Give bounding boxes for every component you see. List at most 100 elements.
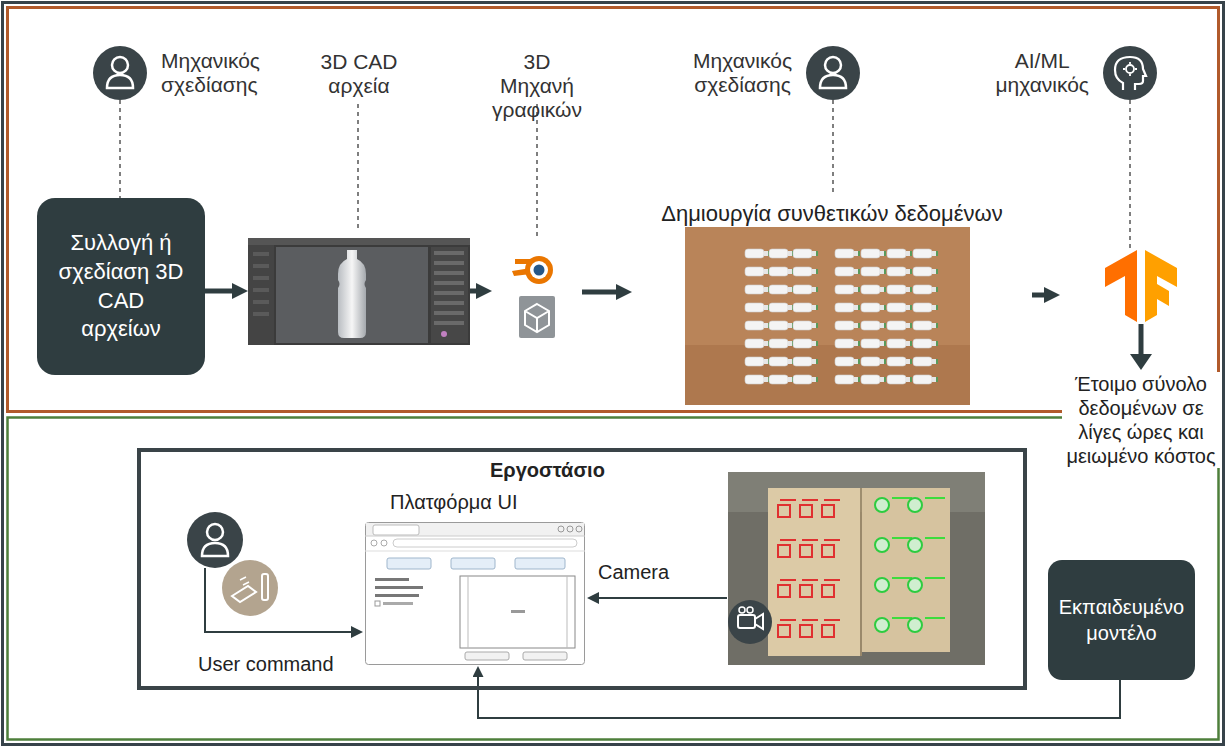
- synthetic-render: [858, 323, 860, 328]
- camera-feed-photo: [824, 539, 840, 541]
- synthetic-render: [858, 341, 860, 346]
- synthetic-render: [769, 285, 788, 294]
- engine-logos: [512, 256, 553, 284]
- camera-icon: [728, 600, 772, 644]
- ui-window-mock: [567, 526, 573, 532]
- synthetic-render: [936, 377, 938, 382]
- synthetic-render: [858, 269, 860, 274]
- camera-feed-photo: [908, 498, 922, 512]
- operator-icon: [202, 543, 228, 556]
- camera-feed-photo: [925, 537, 945, 539]
- outer-frame: [3, 3, 1224, 745]
- cad-screenshot: [253, 300, 269, 304]
- cad-screenshot: [253, 288, 269, 292]
- synthetic-render: [887, 375, 906, 384]
- ui-window-mock: [511, 610, 525, 613]
- ui-window-mock: [365, 522, 585, 665]
- frame-heading: Εργοστάσιο: [141, 452, 1023, 482]
- synthetic-render: [793, 321, 812, 330]
- ai-engineer-icon: [1129, 62, 1131, 64]
- synthetic-render: [913, 357, 932, 366]
- synthetic-render: [910, 305, 912, 310]
- ui-window-mock: [515, 558, 565, 569]
- synthetic-render: [880, 323, 884, 328]
- synthetic-render: [835, 249, 854, 258]
- synthetic-render: [745, 357, 764, 366]
- camera-feed-photo: [728, 472, 985, 665]
- synthetic-render: [880, 305, 884, 310]
- user-command-arrow: [205, 568, 353, 632]
- synthetic-render: [745, 267, 764, 276]
- camera-feed-photo: [908, 618, 922, 632]
- synthetic-render: [745, 339, 764, 348]
- camera-icon: [755, 614, 763, 629]
- synthetic-render: [936, 251, 938, 256]
- synthetic-render: [812, 269, 816, 274]
- synthetic-render: [769, 375, 788, 384]
- ui-window-mock: [387, 558, 431, 569]
- camera-feed-photo: [925, 497, 945, 499]
- synthetic-render: [906, 269, 910, 274]
- cad-screenshot: [434, 281, 464, 285]
- synthetic-render: [936, 359, 938, 364]
- camera-feed-photo: [802, 499, 818, 501]
- camera-feed-photo: [802, 619, 818, 621]
- synthetic-render: [812, 287, 816, 292]
- connector: [582, 290, 621, 295]
- synthetic-render: [913, 285, 932, 294]
- box-label: Συλλογή ή σχεδίαση 3D CAD αρχείων: [55, 229, 187, 343]
- camera-feed-photo: [728, 472, 985, 665]
- camera-feed-photo: [875, 538, 889, 552]
- cad-screenshot: [434, 261, 464, 265]
- synthetic-render: [913, 339, 932, 348]
- synthetic-render: [816, 305, 818, 310]
- synthetic-render: [816, 359, 818, 364]
- camera-feed-photo: [908, 578, 922, 592]
- synthetic-render: [887, 285, 906, 294]
- tensorflow-logo: [1105, 250, 1137, 322]
- gesture-icon: [262, 574, 268, 600]
- synthetic-render: [910, 359, 912, 364]
- synthetic-render: [906, 323, 910, 328]
- synthetic-render: [769, 303, 788, 312]
- synthetic-render: [884, 377, 886, 382]
- synthetic-render: [793, 303, 812, 312]
- ui-window-mock: [393, 539, 577, 547]
- camera-feed-photo: [822, 625, 834, 637]
- synthetic-render: [887, 267, 906, 276]
- ai-engineer-icon: [1103, 46, 1157, 100]
- cad-screenshot: [338, 250, 366, 338]
- connector: [1032, 293, 1049, 298]
- cad-screenshot: [248, 238, 470, 345]
- down-arrow: [1139, 324, 1144, 356]
- synthetic-render: [861, 267, 880, 276]
- synthetic-render: [816, 287, 818, 292]
- camera-feed-photo: [824, 499, 840, 501]
- synthetic-render: [854, 251, 858, 256]
- camera-feed-photo: [892, 577, 912, 579]
- person-icon: [806, 46, 860, 100]
- camera-feed-photo: [875, 618, 889, 632]
- ml-framework-node: Έτοιμο σύνολο δεδομένων σε λίγες ώρες κα…: [1060, 250, 1222, 468]
- synthetic-render: [685, 227, 970, 405]
- synthetic-render: [913, 303, 932, 312]
- camera-feed-photo: [862, 488, 950, 652]
- camera-feed-photo: [780, 539, 796, 541]
- synthetic-render: [745, 285, 764, 294]
- cad-screenshot: [431, 247, 468, 343]
- synthetic-render: [906, 377, 910, 382]
- cad-screenshot: [357, 104, 359, 230]
- ui-window-mock: [365, 536, 585, 537]
- synthetic-render: [858, 305, 860, 310]
- synthetic-render: [884, 251, 886, 256]
- synthetic-render: [861, 249, 880, 258]
- camera-feed-photo: [800, 505, 812, 517]
- synthetic-render: [861, 303, 880, 312]
- camera-feed-photo: [925, 617, 945, 619]
- camera-feed-photo: [925, 577, 945, 579]
- camera-feed-photo: [875, 498, 889, 512]
- stage-heading: Δημιουργία συνθετικών δεδομένων: [632, 201, 1032, 227]
- synthetic-render: [793, 285, 812, 294]
- camera-feed-photo: [778, 505, 790, 517]
